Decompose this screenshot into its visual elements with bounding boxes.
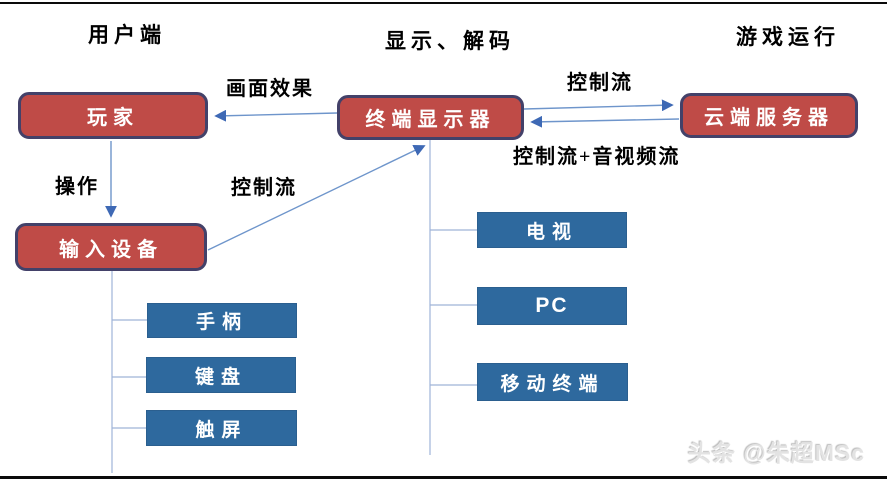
- label-picture-effect: 画面效果: [226, 78, 314, 100]
- node-cloud-server: 云端服务器: [680, 93, 858, 138]
- watermark-toutiao: 头条 @朱超MSc: [687, 440, 865, 466]
- column-header-user-side: 用户端: [88, 23, 166, 47]
- node-input-device: 输入设备: [15, 223, 207, 271]
- arrow-picture-effect: [214, 109, 338, 122]
- node-mobile-terminal: 移动终端: [477, 363, 628, 401]
- label-control-flow-diagonal: 控制流: [231, 177, 297, 199]
- label-control-flow-av: 控制流+音视频流: [513, 146, 681, 168]
- node-pc: PC: [477, 287, 627, 325]
- node-touchscreen: 触屏: [146, 410, 297, 446]
- node-gamepad: 手柄: [147, 303, 297, 338]
- node-terminal-display: 终端显示器: [337, 95, 524, 140]
- column-header-display-decode: 显示、解码: [385, 29, 515, 53]
- column-header-game-running: 游戏运行: [736, 25, 840, 49]
- node-player: 玩家: [18, 92, 208, 139]
- node-keyboard: 键盘: [146, 357, 296, 393]
- label-control-flow-top: 控制流: [567, 72, 633, 94]
- arrow-control-flow-top: [523, 99, 674, 112]
- label-operation: 操作: [55, 176, 99, 198]
- arrow-control-flow-av: [530, 115, 680, 128]
- bottom-border-line: [0, 476, 887, 479]
- node-tv: 电视: [477, 212, 627, 248]
- top-border-line: [0, 2, 887, 4]
- arrow-control-flow-diagonal: [207, 145, 426, 251]
